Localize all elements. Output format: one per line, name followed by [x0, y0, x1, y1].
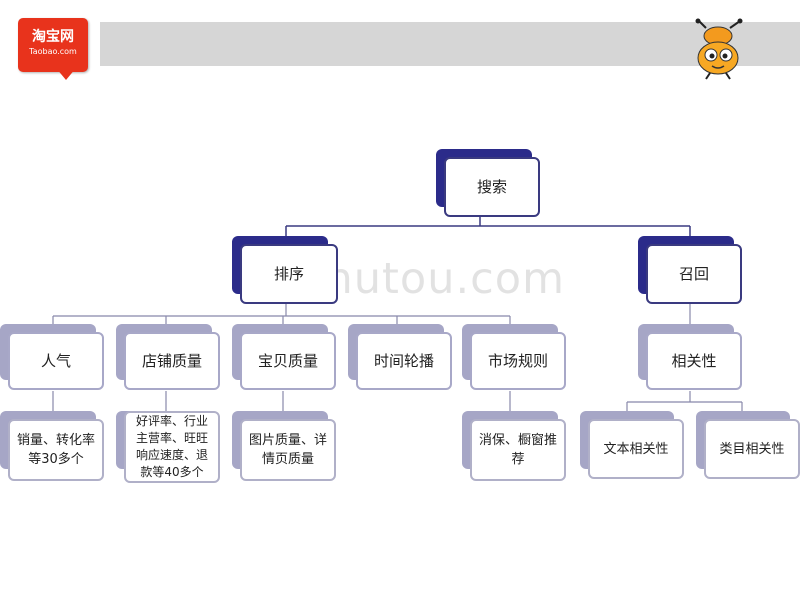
detail-shop-quality-text: 好评率、行业主营率、旺旺响应速度、退款等40多个 [124, 411, 220, 483]
logo-speech-tail [56, 68, 76, 80]
node-category-relevance-label: 类目相关性 [704, 419, 800, 479]
node-text-relevance-label: 文本相关性 [588, 419, 684, 479]
header-bar [100, 22, 800, 66]
detail-popularity-text: 销量、转化率等30多个 [8, 419, 104, 481]
node-item-quality-label: 宝贝质量 [240, 332, 336, 390]
node-time-rotation-label: 时间轮播 [356, 332, 452, 390]
node-ranking-label: 排序 [240, 244, 338, 304]
taobao-logo[interactable]: 淘宝网 Taobao.com [18, 18, 88, 72]
detail-market-rules-text: 消保、橱窗推荐 [470, 419, 566, 481]
detail-item-quality-text: 图片质量、详情页质量 [240, 419, 336, 481]
logo-chinese-text: 淘宝网 [32, 29, 74, 45]
node-search-label: 搜索 [444, 157, 540, 217]
node-market-rules-label: 市场规则 [470, 332, 566, 390]
node-popularity-label: 人气 [8, 332, 104, 390]
node-recall-label: 召回 [646, 244, 742, 304]
node-relevance-label: 相关性 [646, 332, 742, 390]
node-shop-quality-label: 店铺质量 [124, 332, 220, 390]
logo-english-text: Taobao.com [29, 47, 77, 56]
ant-mascot-icon [695, 18, 743, 80]
